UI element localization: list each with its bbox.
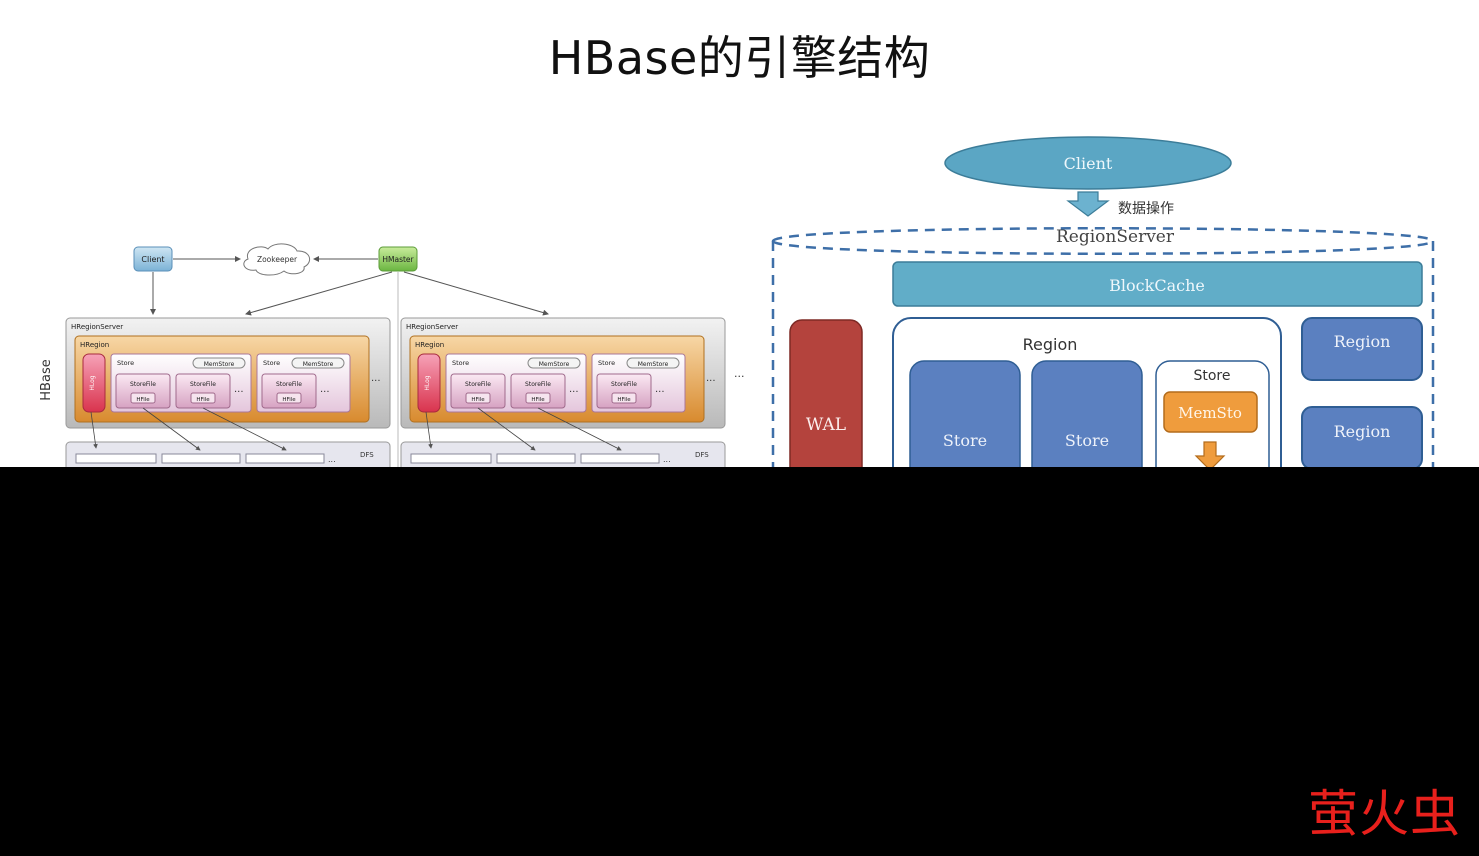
- memstore-label: MemStore: [204, 361, 235, 368]
- storefile-label: StoreFile: [130, 381, 156, 388]
- hlog-label: HLog: [424, 375, 431, 390]
- left-client-label: Client: [141, 255, 164, 264]
- architecture-diagrams: Client Zookeeper HMaster HBase HRegionSe…: [39, 136, 1435, 467]
- store-box-2: [1031, 360, 1143, 467]
- left-diagram: Client Zookeeper HMaster HBase HRegionSe…: [39, 243, 745, 467]
- region-label: Region: [1023, 335, 1078, 354]
- hfile-label: HFile: [136, 397, 150, 403]
- side-region-1: [1301, 317, 1423, 381]
- blockcache-label: BlockCache: [1109, 276, 1205, 295]
- memstore-label: MemStore: [638, 361, 669, 368]
- left-client-node: [133, 246, 173, 272]
- store-label-2: Store: [1065, 431, 1109, 450]
- store-label: Store: [452, 359, 469, 367]
- dfs-label: DFS: [360, 451, 374, 459]
- ellipsis: ...: [655, 384, 665, 395]
- left-regionserver-1: HRegionServer HRegion HLog Store MemStor…: [65, 317, 391, 467]
- servers-ellipsis: ...: [734, 367, 745, 380]
- slide-title: HBase的引擎结构: [548, 31, 931, 85]
- regionserver-label: RegionServer: [1056, 227, 1175, 247]
- regionserver-label: HRegionServer: [406, 323, 458, 331]
- side-region-label-2: Region: [1334, 422, 1391, 441]
- memstore-label: MemSto: [1178, 404, 1242, 422]
- right-client-node: [944, 136, 1232, 190]
- store-box-1: [909, 360, 1021, 467]
- left-regionserver-2: HRegionServer HRegion HLog Store MemStor…: [400, 317, 726, 467]
- hfile-label: HFile: [471, 397, 485, 403]
- wal-box: [789, 319, 863, 467]
- flush-arrow-icon: [1194, 441, 1226, 467]
- dfs-label: DFS: [695, 451, 709, 459]
- hlog-label: HLog: [89, 375, 96, 390]
- left-hbase-side-label: HBase: [39, 359, 54, 400]
- side-region-label-1: Region: [1334, 332, 1391, 351]
- ellipsis: ...: [371, 373, 381, 384]
- right-client-label: Client: [1064, 154, 1113, 173]
- right-diagram: Client 数据操作 RegionServer BlockCache WAL …: [771, 136, 1435, 467]
- hfile-label: HFile: [617, 397, 631, 403]
- hfile-label: HFile: [531, 397, 545, 403]
- ellipsis: ...: [706, 373, 716, 384]
- hfile-label: HFile: [196, 397, 210, 403]
- diagram-area: HBase的引擎结构: [0, 0, 1479, 467]
- memstore-label: MemStore: [539, 361, 570, 368]
- down-arrow-icon: [1066, 191, 1110, 217]
- regionserver-label: HRegionServer: [71, 323, 123, 331]
- storefile-label: StoreFile: [525, 381, 551, 388]
- hfile-label: HFile: [282, 397, 296, 403]
- left-hmaster-node: [378, 246, 418, 272]
- left-hmaster-label: HMaster: [382, 255, 414, 264]
- memstore-label: MemStore: [303, 361, 334, 368]
- store-label: Store: [263, 359, 280, 367]
- blockcache-box: [892, 261, 1423, 307]
- watermark-text: 萤火虫: [1308, 785, 1461, 843]
- store-label: Store: [117, 359, 134, 367]
- side-region-2: [1301, 406, 1423, 467]
- storefile-label: StoreFile: [611, 381, 637, 388]
- hregion-label: HRegion: [80, 341, 109, 349]
- ellipsis: ...: [569, 384, 579, 395]
- hregion-label: HRegion: [415, 341, 444, 349]
- ellipsis: ...: [320, 384, 330, 395]
- storefile-label: StoreFile: [465, 381, 491, 388]
- ellipsis: ...: [663, 455, 671, 464]
- storefile-label: StoreFile: [190, 381, 216, 388]
- data-operation-label: 数据操作: [1118, 201, 1174, 217]
- store-label: Store: [598, 359, 615, 367]
- wal-label: WAL: [806, 415, 846, 435]
- ellipsis: ...: [234, 384, 244, 395]
- cloud-icon: [243, 243, 311, 276]
- storefile-label: StoreFile: [276, 381, 302, 388]
- memstore-box: [1163, 391, 1258, 433]
- ellipsis: ...: [328, 455, 336, 464]
- store-label-1: Store: [943, 431, 987, 450]
- left-zookeeper-label: Zookeeper: [257, 255, 298, 264]
- store-label-3: Store: [1193, 368, 1230, 384]
